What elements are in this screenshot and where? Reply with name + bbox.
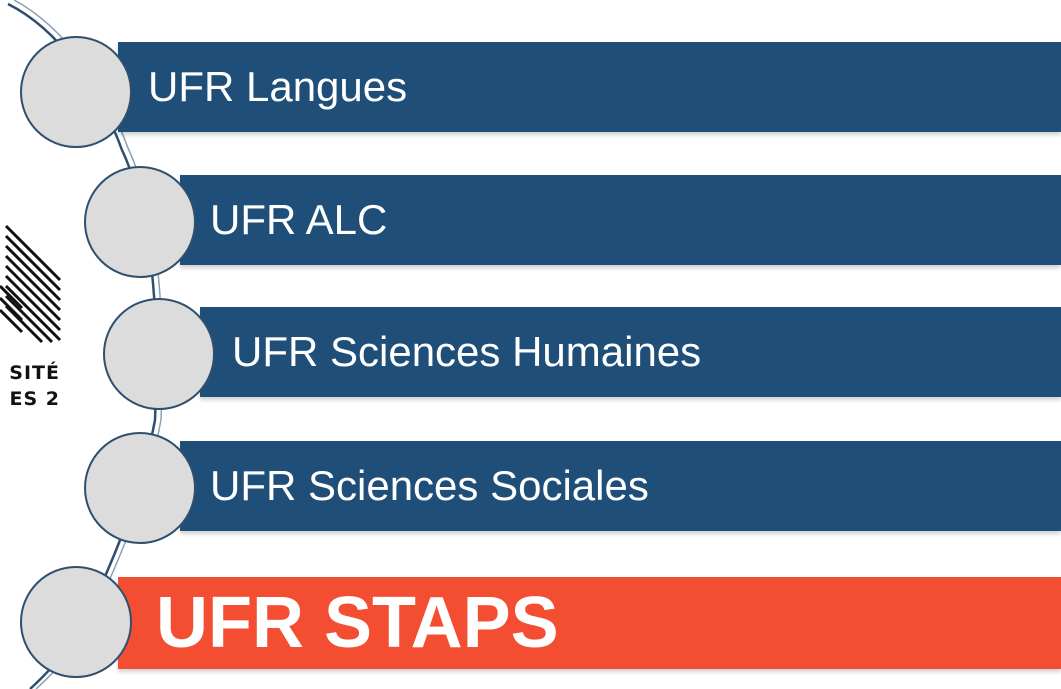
item-label: UFR ALC [210,196,388,243]
item-label-active: UFR STAPS [156,583,559,663]
item-band: UFR ALC [180,175,1061,265]
item-label: UFR Sciences Sociales [210,462,649,509]
logo-text: SITÉ ES 2 [0,360,60,412]
item-node-circle [103,298,215,410]
item-node-circle [84,432,196,544]
item-node-circle [84,166,196,278]
item-band: UFR Sciences Humaines [200,307,1061,397]
university-logo [0,224,62,344]
item-node-circle [20,566,132,678]
item-node-circle [20,36,132,148]
logo-text-line-2: ES 2 [9,388,60,410]
item-band: UFR Sciences Sociales [180,441,1061,531]
logo-text-line-1: SITÉ [9,362,60,384]
item-label: UFR Langues [148,63,408,110]
item-band-active: UFR STAPS [118,577,1061,669]
item-label: UFR Sciences Humaines [232,328,702,375]
item-band: UFR Langues [118,42,1061,132]
